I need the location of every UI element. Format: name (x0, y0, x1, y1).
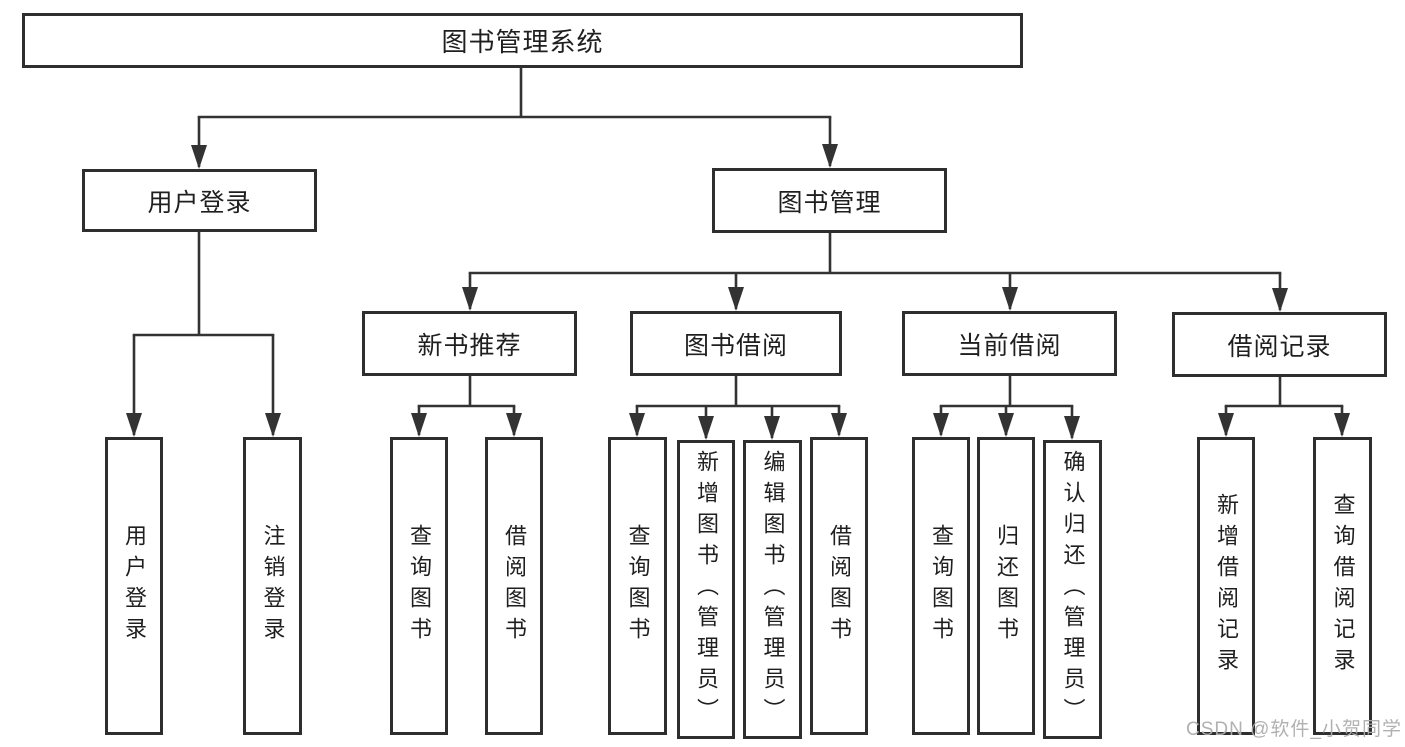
leaf-query-books-1: 查询图书 (390, 437, 448, 735)
node-label: 用户登录 (122, 524, 147, 648)
node-label: 新增图书（管理员） (694, 450, 719, 729)
node-label: 编辑图书（管理员） (760, 450, 786, 729)
node-label: 图书管理系统 (441, 27, 604, 57)
node-label: 查询图书 (929, 524, 954, 648)
leaf-confirm-return-admin: 确认归还（管理员） (1043, 440, 1102, 739)
node-library-system: 图书管理系统 (22, 13, 1023, 68)
watermark-csdn: CSDN @软件_小贺同学 (1186, 719, 1402, 740)
leaf-add-book-admin: 新增图书（管理员） (677, 440, 735, 739)
node-label: 归还图书 (994, 524, 1019, 648)
node-label: 借阅图书 (827, 524, 852, 648)
node-label: 查询借阅记录 (1330, 493, 1356, 679)
leaf-query-borrow-record: 查询借阅记录 (1313, 437, 1372, 735)
node-label: 注销登录 (260, 524, 286, 648)
node-label: 新增借阅记录 (1214, 493, 1239, 679)
leaf-query-books-3: 查询图书 (912, 437, 970, 735)
node-label: 新书推荐 (417, 331, 522, 360)
leaf-user-login: 用户登录 (105, 437, 163, 735)
node-label: 当前借阅 (957, 331, 1062, 360)
node-new-book-recommend: 新书推荐 (362, 311, 577, 376)
node-user-login: 用户登录 (82, 169, 317, 232)
node-label: 确认归还（管理员） (1060, 450, 1086, 729)
leaf-logout-login: 注销登录 (243, 437, 302, 735)
leaf-add-borrow-record: 新增借阅记录 (1197, 437, 1255, 735)
leaf-return-book: 归还图书 (977, 437, 1035, 735)
node-current-borrowing: 当前借阅 (902, 311, 1117, 376)
leaf-borrow-books-2: 借阅图书 (810, 437, 868, 735)
node-label: 用户登录 (147, 188, 252, 217)
node-label: 图书借阅 (683, 331, 788, 360)
node-label: 借阅图书 (502, 524, 527, 648)
node-book-management: 图书管理 (712, 168, 947, 233)
leaf-borrow-books-1: 借阅图书 (485, 437, 543, 735)
node-label: 图书管理 (777, 188, 882, 217)
node-borrow-records: 借阅记录 (1172, 312, 1387, 377)
node-label: 查询图书 (407, 524, 432, 648)
node-label: 借阅记录 (1227, 332, 1332, 361)
node-book-borrowing: 图书借阅 (630, 311, 842, 376)
leaf-edit-book-admin: 编辑图书（管理员） (743, 440, 802, 739)
node-label: 查询图书 (625, 524, 651, 648)
leaf-query-books-2: 查询图书 (608, 437, 667, 735)
